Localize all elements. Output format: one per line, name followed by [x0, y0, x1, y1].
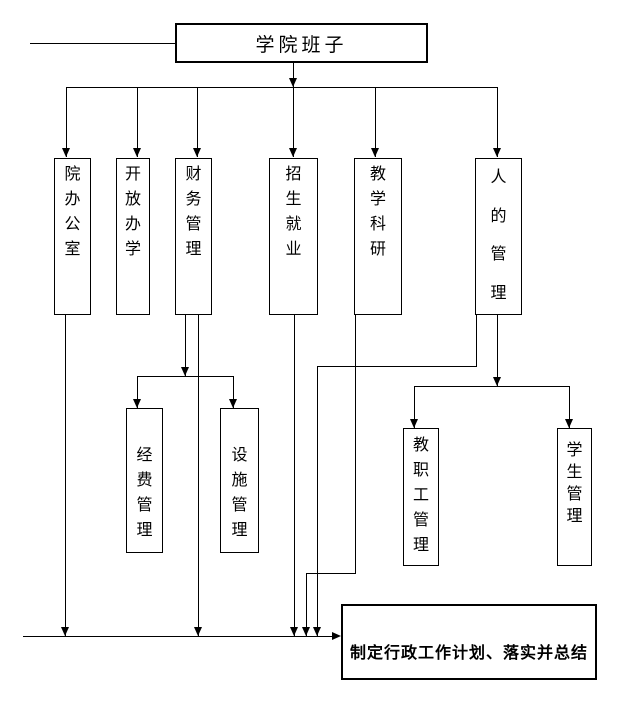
connector-teaching-down	[355, 315, 356, 573]
connector-bottom-collector	[23, 636, 333, 637]
arrowhead-down-icon	[181, 367, 189, 376]
connector-drop-staff	[414, 386, 415, 428]
arrowhead-down-icon	[133, 148, 141, 157]
node-facilities-management: 设施管理	[220, 408, 259, 553]
arrowhead-down-icon	[229, 399, 237, 408]
connector-personnel-to-branch	[497, 315, 498, 386]
arrowhead-down-icon	[62, 148, 70, 157]
arrowhead-down-icon	[61, 627, 69, 636]
connector-drop-open-education	[137, 87, 138, 157]
connector-drop-personnel	[497, 87, 498, 157]
connector-financial-to-branch	[185, 315, 186, 376]
node-college-leadership: 学院班子	[175, 23, 428, 63]
node-work-plan-summary-label: 制定行政工作计划、落实并总结	[349, 643, 588, 662]
connector-personnel-to-bottom	[317, 366, 318, 636]
connector-drop-teaching-research	[375, 87, 376, 157]
arrowhead-down-icon	[302, 627, 310, 636]
arrowhead-down-icon	[289, 78, 297, 87]
connector-distribution	[66, 87, 497, 88]
node-open-education: 开放办学	[116, 158, 150, 315]
arrowhead-down-icon	[371, 148, 379, 157]
connector-personnel-branch	[414, 386, 569, 387]
connector-drop-funds	[137, 376, 138, 408]
connector-teaching-to-bottom	[306, 573, 307, 636]
node-financial-management: 财务管理	[175, 158, 212, 315]
node-teaching-research: 教学科研	[354, 158, 402, 315]
node-enrollment-employment: 招生就业	[269, 158, 318, 315]
node-college-office: 院办公室	[54, 158, 91, 315]
arrowhead-right-icon	[332, 632, 341, 640]
node-staff-management: 教职工管理	[403, 428, 439, 566]
connector-drop-facilities	[233, 376, 234, 408]
connector-personnel-corner-down	[476, 315, 477, 366]
connector-left-to-root	[30, 43, 175, 44]
connector-drop-financial	[197, 87, 198, 157]
arrowhead-down-icon	[565, 419, 573, 428]
connector-finance-branch	[137, 376, 234, 377]
connector-drop-student	[569, 386, 570, 428]
arrowhead-down-icon	[194, 627, 202, 636]
arrowhead-down-icon	[493, 377, 501, 386]
connector-enrollment-to-bottom	[294, 315, 295, 636]
node-work-plan-summary: 制定行政工作计划、落实并总结	[341, 604, 597, 680]
node-personnel-management: 人的管理	[475, 158, 522, 315]
node-college-leadership-label: 学院班子	[255, 33, 348, 56]
arrowhead-down-icon	[410, 419, 418, 428]
connector-college-office-to-bottom	[65, 315, 66, 636]
connector-teaching-jog	[306, 573, 356, 574]
arrowhead-down-icon	[493, 148, 501, 157]
connector-personnel-corner-across	[317, 366, 477, 367]
connector-financial-to-bottom	[198, 315, 199, 636]
connector-drop-college-office	[66, 87, 67, 157]
connector-root-drop	[293, 63, 294, 157]
arrowhead-down-icon	[290, 627, 298, 636]
arrowhead-down-icon	[289, 148, 297, 157]
arrowhead-down-icon	[133, 399, 141, 408]
arrowhead-down-icon	[193, 148, 201, 157]
node-funds-management: 经费管理	[126, 408, 163, 553]
node-student-management: 学生管理	[557, 428, 592, 566]
arrowhead-down-icon	[313, 627, 321, 636]
